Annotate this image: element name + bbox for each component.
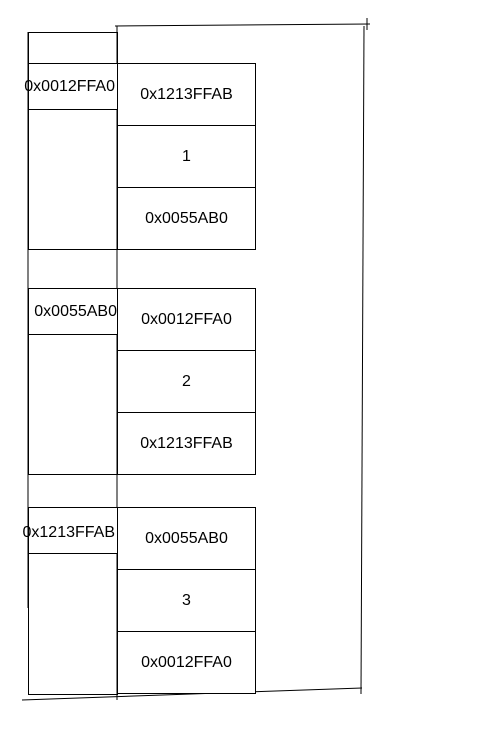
node-1-field-next: 0x0055AB0 — [117, 187, 256, 250]
frame-right-line — [360, 25, 365, 695]
node-2-field-prev: 0x0012FFA0 — [117, 288, 256, 351]
node-3-address: 0x1213FFAB — [23, 507, 118, 554]
node-2-field-next: 0x1213FFAB — [117, 412, 256, 475]
node-1-field-value: 1 — [117, 125, 256, 188]
node-3-field-prev: 0x0055AB0 — [117, 507, 256, 570]
node-3-field-next: 0x0012FFA0 — [117, 631, 256, 694]
node-2-address: 0x0055AB0 — [28, 288, 118, 335]
node-1-address: 0x0012FFA0 — [24, 63, 118, 110]
frame-bottom-line — [21, 687, 363, 701]
node-1-field-prev: 0x1213FFAB — [117, 63, 256, 126]
frame-top-line — [114, 23, 371, 27]
node-3-field-value: 3 — [117, 569, 256, 632]
node-2-field-value: 2 — [117, 350, 256, 413]
